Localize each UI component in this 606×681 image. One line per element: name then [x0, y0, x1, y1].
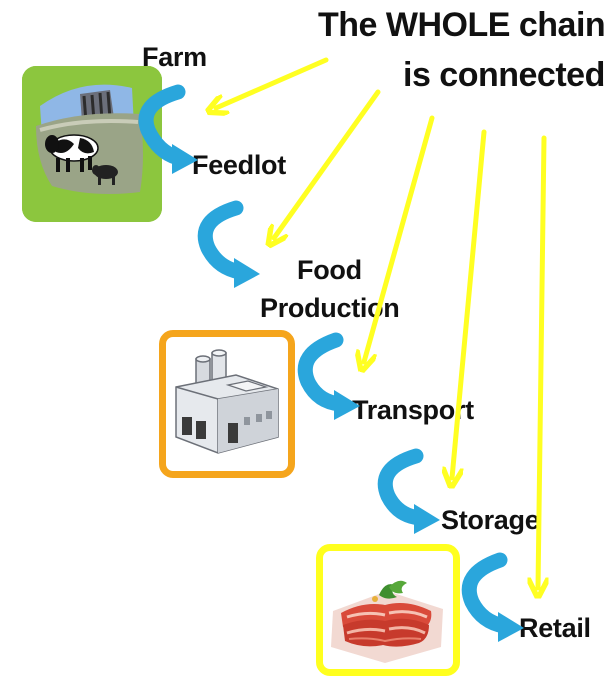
pointer-arrow-feedlot [274, 89, 381, 238]
flow-arrow-farm-feedlot [138, 84, 198, 174]
flow-arrow-feedlot-production [197, 200, 260, 288]
factory-image-box [159, 330, 295, 478]
diagram-title-line2: is connected [403, 56, 605, 94]
flow-arrow-transport-storage [377, 448, 440, 534]
stage-label-retail: Retail [519, 613, 591, 643]
pointer-arrow-production [364, 115, 435, 362]
farm-image-box [22, 66, 162, 222]
pointer-arrow-storage [538, 135, 544, 588]
diagram-title-line1: The WHOLE chain [318, 6, 606, 44]
flow-arrow-storage-retail [461, 552, 524, 642]
stage-label-storage: Storage [441, 505, 540, 535]
stage-label-farm: Farm [142, 42, 207, 72]
pointer-arrow-transport [452, 129, 487, 478]
flow-arrow-production-transport [297, 332, 360, 420]
stage-label-transport: Transport [352, 395, 474, 425]
farm-cows-icon [22, 66, 162, 222]
packaged-meat-icon [331, 580, 443, 663]
meat-image-box [316, 544, 460, 676]
stage-label-food: Food [297, 255, 362, 285]
stage-label-feedlot: Feedlot [192, 150, 286, 180]
pointer-arrow-farm [216, 57, 329, 108]
factory-building-icon [175, 349, 279, 454]
